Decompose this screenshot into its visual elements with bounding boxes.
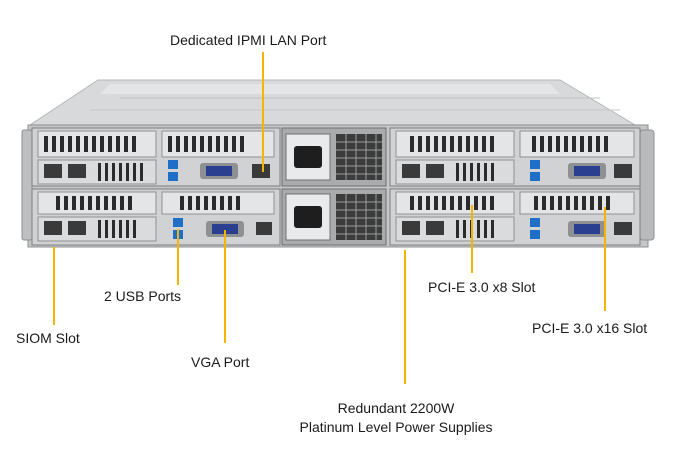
node-bottom-right: [389, 188, 641, 246]
power-supplies-label: Redundant 2200W Platinum Level Power Sup…: [286, 400, 506, 436]
usb-leader-line: [177, 229, 179, 285]
pcie-x16-slot-label: PCI-E 3.0 x16 Slot: [532, 320, 648, 336]
siom-slot-label: SIOM Slot: [16, 330, 80, 346]
node-top-left: [31, 127, 281, 187]
power-supply-top: [281, 127, 387, 187]
siom-leader-line: [53, 247, 55, 325]
vga-port-label: VGA Port: [191, 354, 250, 370]
power-supply-bottom: [281, 188, 387, 246]
node-top-right: [389, 127, 641, 187]
usb-ports-label: 2 USB Ports: [104, 288, 182, 304]
pcie-x16-leader-line: [604, 207, 606, 311]
ipmi-port-label: Dedicated IPMI LAN Port: [170, 32, 327, 48]
power-supplies-label-line1: Redundant 2200W: [337, 400, 455, 416]
vga-leader-line: [224, 230, 226, 343]
node-bottom-left: [31, 188, 281, 246]
psu-leader-line: [404, 250, 406, 384]
power-supplies-label-line2: Platinum Level Power Supplies: [299, 419, 493, 435]
pcie-x8-slot-label: PCI-E 3.0 x8 Slot: [428, 279, 536, 295]
pcie-x8-leader-line: [471, 205, 473, 273]
ipmi-leader-line: [262, 52, 264, 172]
